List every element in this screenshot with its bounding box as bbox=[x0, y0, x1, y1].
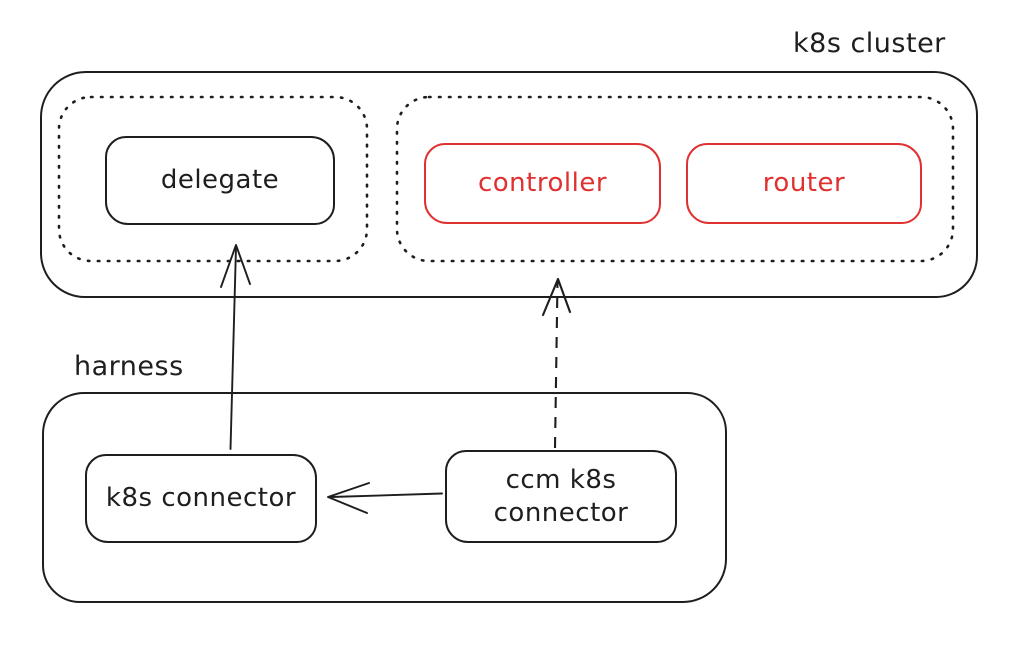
k8s-connector-node: k8s connector bbox=[85, 454, 317, 543]
k8s-connector-node-label: k8s connector bbox=[105, 483, 297, 514]
controller-node-label: controller bbox=[477, 168, 608, 199]
harness-label: harness bbox=[74, 351, 184, 382]
controller-node: controller bbox=[424, 143, 661, 224]
delegate-node: delegate bbox=[105, 136, 335, 225]
router-node-label: router bbox=[762, 168, 846, 199]
harness-container bbox=[42, 392, 727, 603]
router-node: router bbox=[686, 143, 922, 224]
ccm-k8s-connector-node: ccm k8s connector bbox=[445, 450, 677, 543]
delegate-node-label: delegate bbox=[160, 165, 280, 196]
k8s-cluster-label: k8s cluster bbox=[793, 28, 946, 59]
ccm-k8s-connector-node-label: ccm k8s connector bbox=[493, 465, 629, 528]
k8s-cluster-container bbox=[40, 71, 978, 298]
